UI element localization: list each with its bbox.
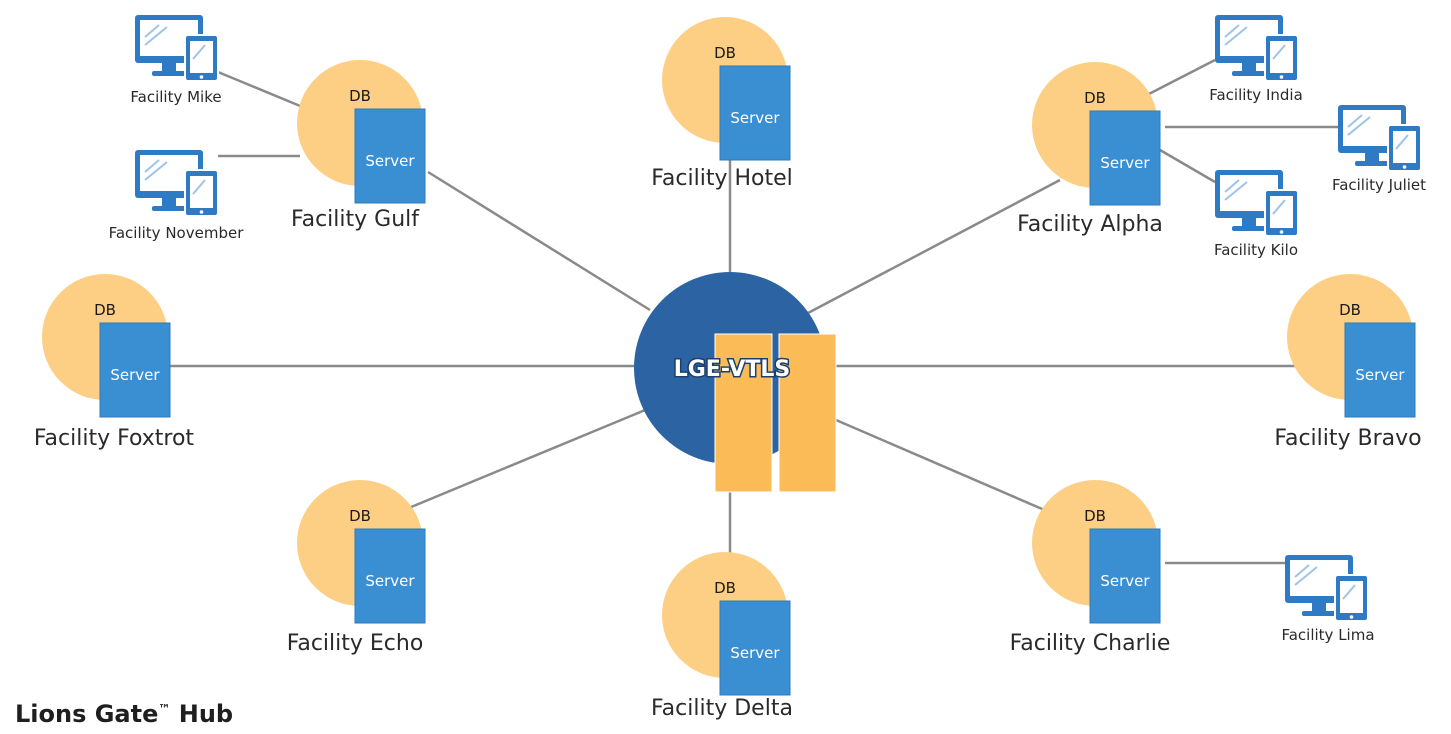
server-box	[1089, 528, 1161, 624]
server-box	[354, 528, 426, 624]
desktop-and-tablet-icon	[135, 150, 219, 217]
connector-kilo	[1159, 148, 1216, 184]
connector-mike	[217, 70, 306, 110]
connector-alpha	[807, 178, 1061, 315]
server-label: Server	[365, 152, 415, 170]
server-box	[1344, 322, 1416, 418]
facility-name: Facility Hotel	[651, 166, 792, 191]
device-name: Facility November	[109, 224, 245, 242]
facility-name: Facility Delta	[651, 696, 793, 721]
db-label: DB	[349, 87, 371, 105]
device-name: Facility Mike	[130, 88, 221, 106]
device-kilo: Facility Kilo	[1214, 170, 1299, 259]
server-label: Server	[730, 644, 780, 662]
facility-name: Facility Alpha	[1017, 212, 1163, 237]
device-name: Facility Juliet	[1332, 176, 1426, 194]
db-label: DB	[714, 579, 736, 597]
server-label: Server	[1100, 572, 1150, 590]
desktop-and-tablet-icon	[1215, 170, 1299, 237]
hub-tower-right	[778, 333, 837, 493]
desktop-and-tablet-icon	[1338, 105, 1422, 172]
server-box	[354, 108, 426, 204]
server-label: Server	[365, 572, 415, 590]
diagram-title: Lions Gate™ Hub	[15, 700, 233, 728]
db-label: DB	[349, 507, 371, 525]
server-label: Server	[1355, 366, 1405, 384]
server-box	[99, 322, 171, 418]
connector-gulf	[427, 170, 651, 312]
facility-name: Facility Echo	[287, 631, 424, 656]
device-mike: Facility Mike	[130, 15, 222, 106]
hub-tower-left	[714, 333, 773, 493]
server-label: Server	[730, 109, 780, 127]
connector-echo	[374, 406, 651, 524]
desktop-and-tablet-icon	[1285, 555, 1369, 622]
facility-name: Facility Charlie	[1010, 631, 1171, 656]
device-name: Facility Kilo	[1214, 241, 1298, 259]
title-suffix: Hub	[170, 700, 234, 728]
server-box	[1089, 110, 1161, 206]
db-label: DB	[1084, 507, 1106, 525]
trademark-mark: ™	[158, 702, 171, 716]
facility-name: Facility Foxtrot	[34, 426, 195, 451]
facility-name: Facility Gulf	[291, 207, 420, 232]
server-label: Server	[1100, 154, 1150, 172]
device-india: Facility India	[1209, 15, 1303, 104]
db-label: DB	[1084, 89, 1106, 107]
db-label: DB	[714, 44, 736, 62]
device-name: Facility India	[1209, 86, 1303, 104]
title-text: Lions Gate	[15, 700, 159, 728]
db-label: DB	[94, 301, 116, 319]
server-label: Server	[110, 366, 160, 384]
desktop-and-tablet-icon	[1215, 15, 1299, 82]
facility-name: Facility Bravo	[1274, 426, 1421, 451]
server-box	[719, 600, 791, 696]
connector-india	[1144, 58, 1216, 98]
connector-charlie	[835, 418, 1064, 520]
connections	[170, 58, 1350, 614]
device-juliet: Facility Juliet	[1332, 105, 1426, 194]
device-november: Facility November	[109, 150, 245, 242]
desktop-and-tablet-icon	[135, 15, 219, 82]
device-name: Facility Lima	[1281, 626, 1374, 644]
hub-label: LGE-VTLS	[674, 357, 791, 382]
db-label: DB	[1339, 301, 1361, 319]
server-box	[719, 65, 791, 161]
device-lima: Facility Lima	[1281, 555, 1375, 644]
hub-node: LGE-VTLS	[634, 272, 837, 493]
